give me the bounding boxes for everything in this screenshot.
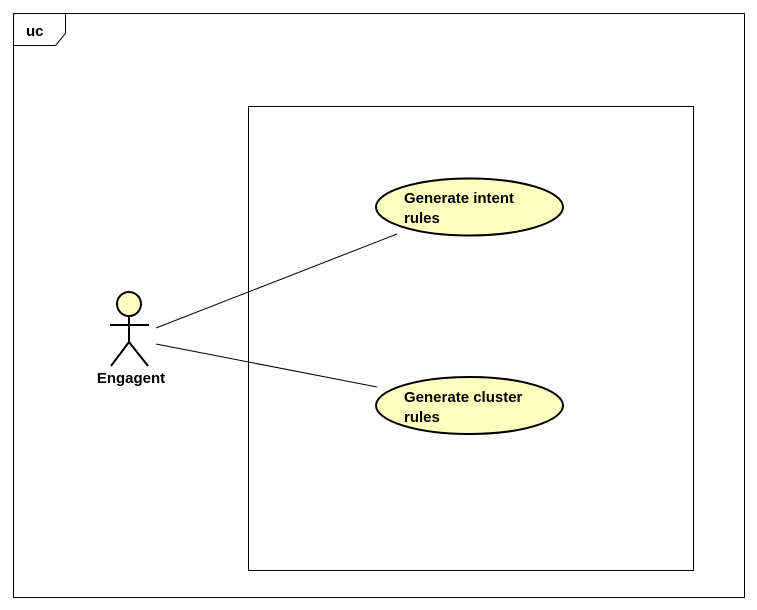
actor-left-leg bbox=[110, 341, 130, 367]
association-line-intent[interactable] bbox=[155, 233, 398, 329]
actor-right-leg bbox=[128, 341, 149, 367]
use-case-label-line1: Generate cluster bbox=[404, 389, 523, 406]
use-case-label-line2: rules bbox=[404, 409, 440, 426]
use-case-generate-cluster-rules[interactable]: Generate cluster rules bbox=[375, 376, 564, 435]
use-case-label-line1: Generate intent bbox=[404, 190, 514, 207]
association-line-cluster[interactable] bbox=[155, 343, 378, 388]
use-case-generate-intent-rules[interactable]: Generate intent rules bbox=[375, 177, 564, 237]
system-boundary[interactable] bbox=[248, 106, 694, 571]
frame-tag bbox=[13, 13, 66, 46]
actor-head bbox=[116, 291, 142, 317]
use-case-ellipse bbox=[375, 376, 564, 435]
use-case-ellipse bbox=[375, 177, 564, 237]
actor-label: Engagent bbox=[97, 370, 165, 387]
actor-engagent[interactable] bbox=[110, 291, 149, 367]
use-case-label-line2: rules bbox=[404, 210, 440, 227]
frame-tag-label: uc bbox=[26, 23, 44, 40]
